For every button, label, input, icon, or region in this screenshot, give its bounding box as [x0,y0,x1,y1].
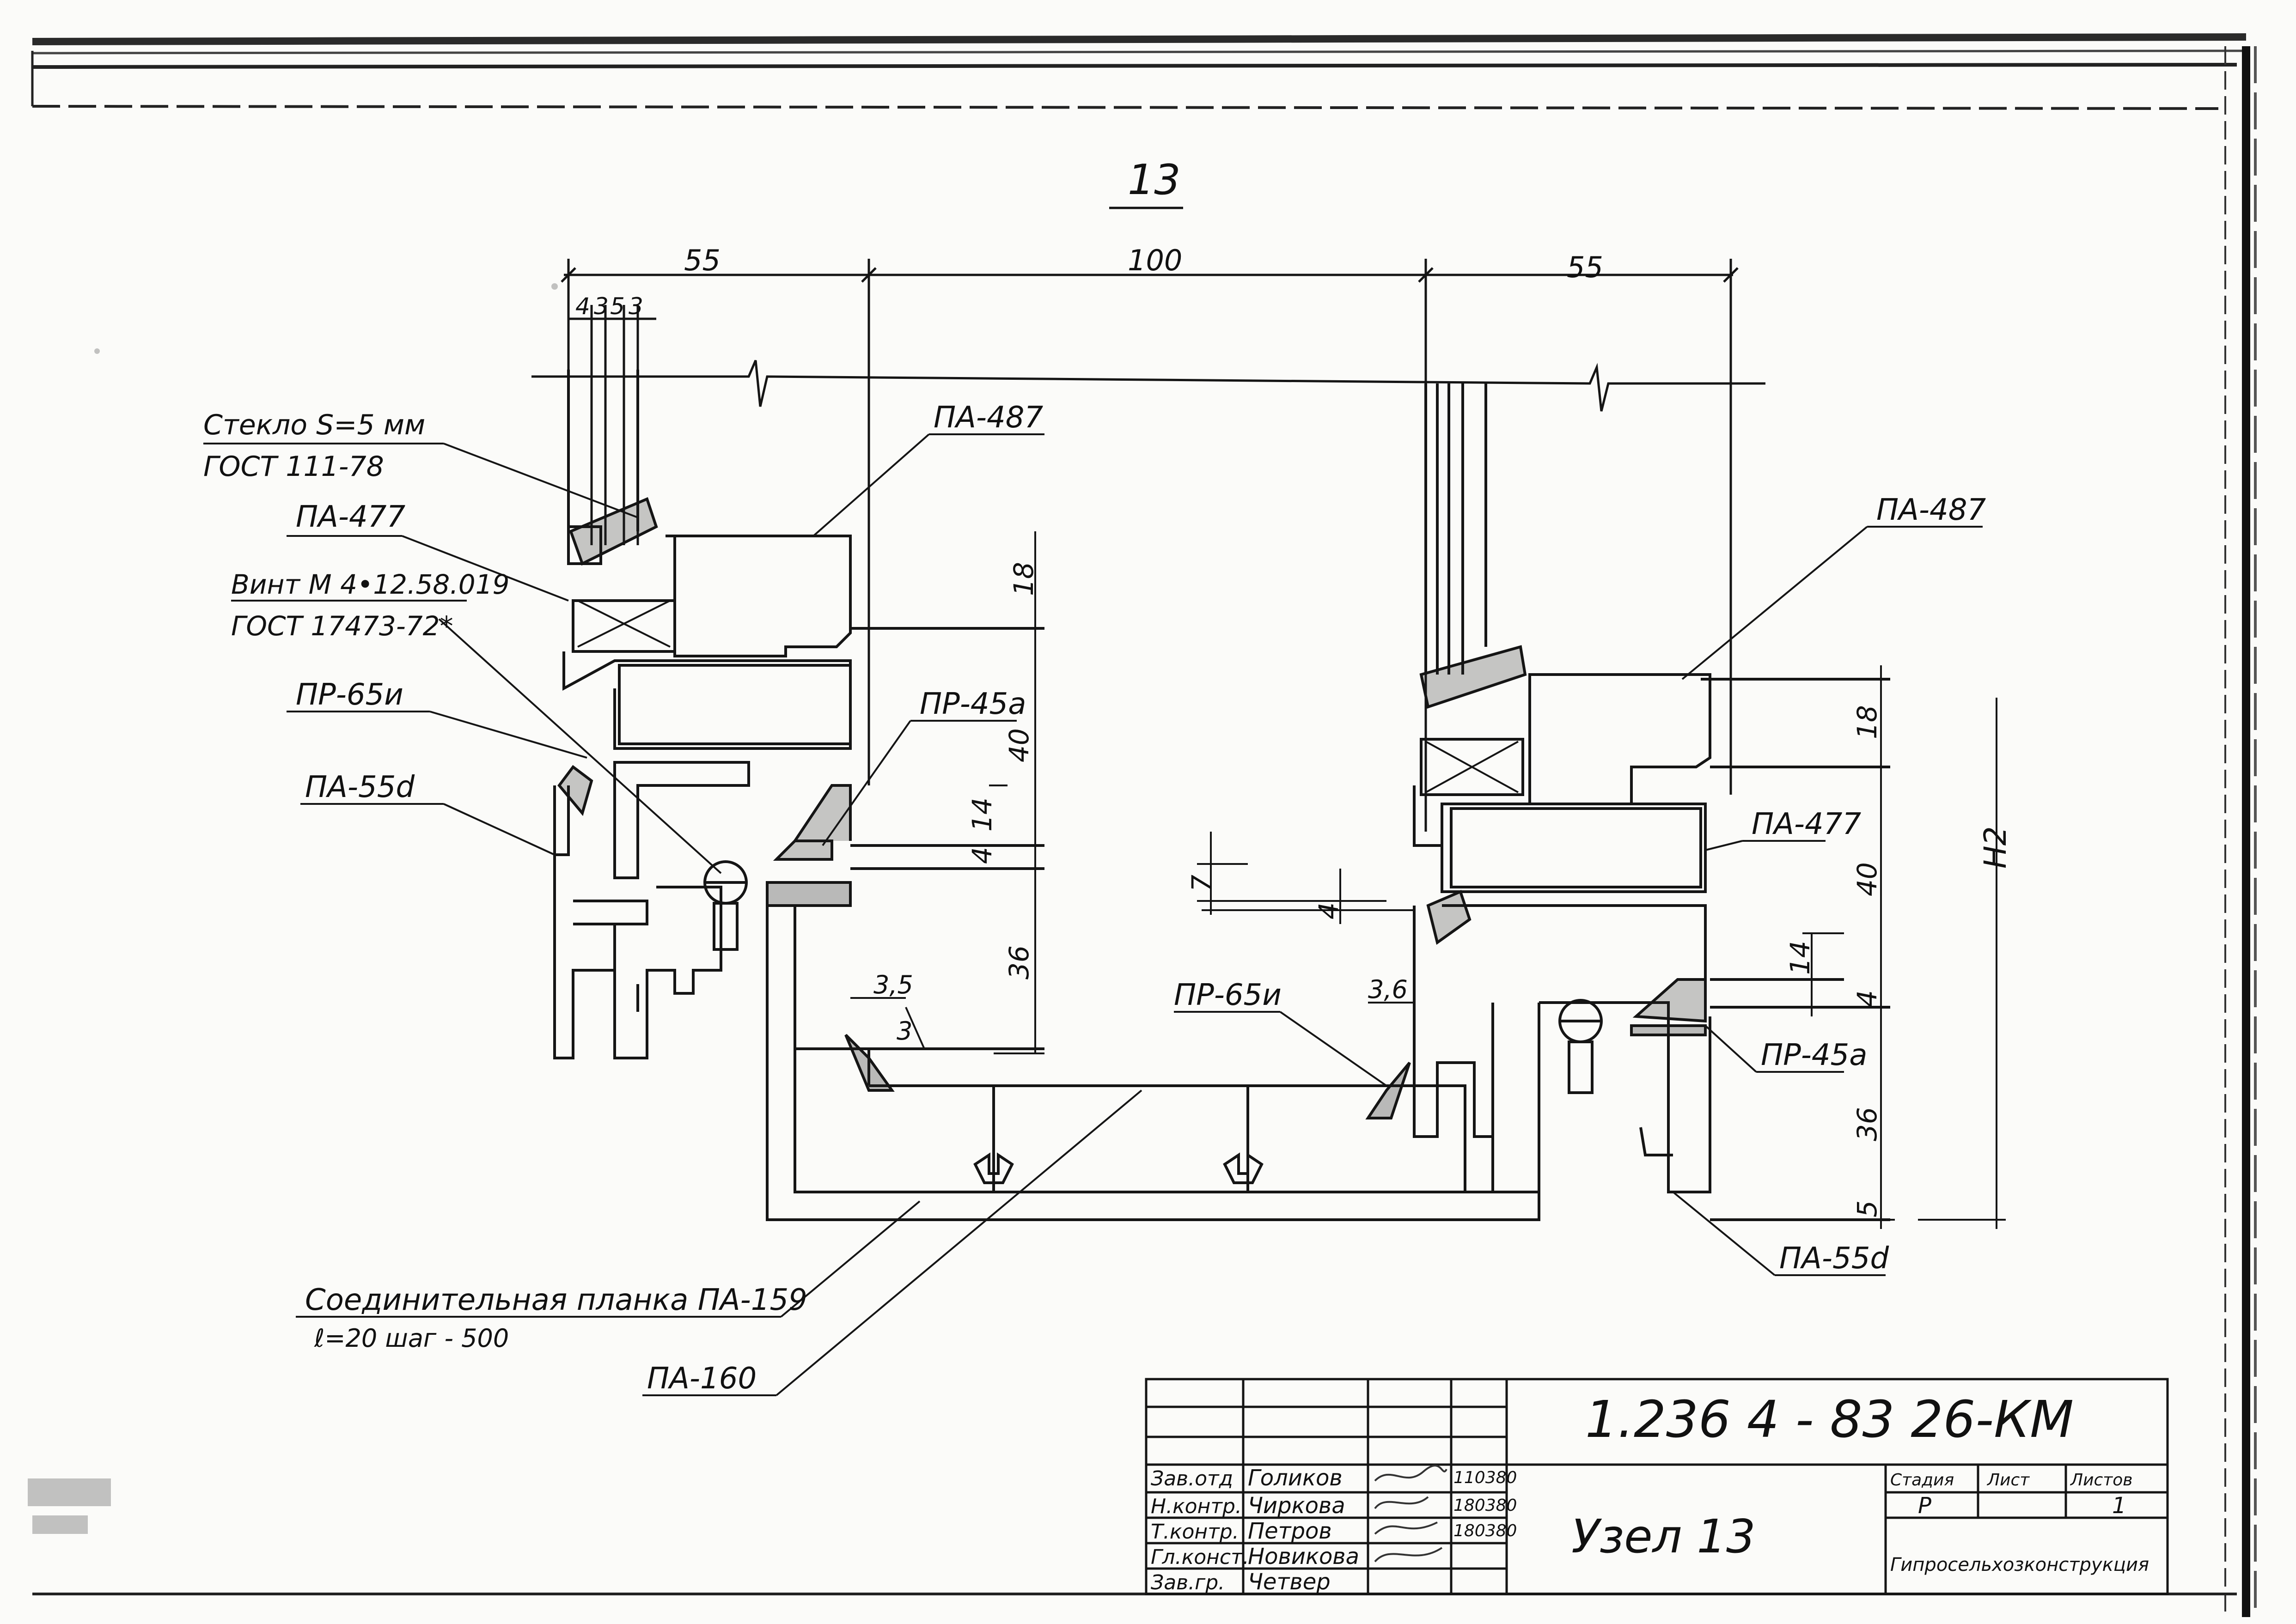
dim-left-14: 14 [966,797,998,832]
dim-right-5: 5 [1851,1200,1883,1217]
label-pa55d-left: ПА-55d [305,770,415,804]
bottom-connector [766,901,1540,1221]
label-pr65i-right: ПР-65и [1174,978,1282,1012]
label-pr45a-left: ПР-45а [920,687,1026,721]
right-vertical-dims [850,665,2006,1229]
dim-left-18: 18 [1008,562,1039,596]
label-planka: Соединительная планка ПА-159 [305,1283,807,1317]
sheet-number: 13 [1128,156,1181,204]
dim-right-40: 40 [1851,862,1883,896]
right-profile [1413,383,1890,1221]
name-0: Голиков [1248,1465,1343,1491]
role-4: Зав.гр. [1151,1571,1225,1594]
dim-100: 100 [1128,243,1182,277]
label-pr65i-left: ПР-65и [296,678,403,712]
label-vint: Винт М 4•12.58.019 [231,569,509,600]
leader-lines [203,433,1983,1396]
dim-mid-7: 7 [1186,875,1217,892]
dim-55-right: 55 [1567,250,1603,284]
dim-layer-c: 5 [610,293,625,320]
label-pr45a-right: ПР-45а [1761,1038,1867,1072]
signatures [1374,1465,1447,1563]
dim-h2: H2 [1978,826,2013,869]
dim-3: 3 [897,1016,912,1046]
label-pa477-left: ПА-477 [296,500,405,534]
left-profile [553,370,1044,1059]
dim-right-14: 14 [1784,941,1816,975]
dim-3-6: 3,6 [1368,975,1408,1004]
label-glass: Стекло S=5 мм [203,409,425,441]
title-block [1145,1378,2169,1595]
title-node: Узел 13 [1571,1509,1756,1563]
sheet-header: Лист [1986,1471,2030,1490]
stage-header: Стадия [1890,1471,1954,1490]
role-3: Гл.конст. [1151,1545,1249,1569]
role-2: Т.контр. [1151,1520,1239,1544]
name-2: Петров [1248,1518,1332,1544]
label-pa487-left: ПА-487 [934,401,1043,435]
label-pa160: ПА-160 [647,1362,757,1396]
dim-left-40: 40 [1003,728,1035,762]
dim-layer-b: 3 [594,293,609,320]
date-1: 180380 [1453,1496,1517,1515]
sheets-header: Листов [2070,1471,2132,1490]
name-4: Четвер [1248,1569,1331,1595]
dim-left-36: 36 [1003,945,1035,979]
name-3: Новикова [1248,1544,1359,1569]
left-vertical-dims [989,531,1044,1054]
label-pa487-right: ПА-487 [1876,493,1986,527]
label-vint-gost: ГОСТ 17473-72* [231,610,453,642]
label-glass-gost: ГОСТ 111-78 [203,450,384,483]
break-line [531,360,1765,412]
name-1: Чиркова [1248,1493,1345,1519]
dim-layer-d: 3 [629,293,643,320]
organization: Гипросельхозконструкция [1890,1554,2149,1575]
label-pa55d-right: ПА-55d [1779,1241,1889,1276]
dim-mid-4: 4 [1313,902,1344,919]
dim-3-5: 3,5 [873,970,913,999]
dim-right-18: 18 [1851,705,1883,739]
scan-noise [28,283,558,1534]
dim-right-4: 4 [1851,990,1883,1007]
sheets-value: 1 [2112,1493,2126,1519]
date-0: 110380 [1453,1468,1517,1487]
label-planka-step: ℓ=20 шаг - 500 [314,1324,509,1353]
dim-left-4: 4 [966,847,998,864]
date-2: 180380 [1453,1521,1517,1540]
role-1: Н.контр. [1151,1495,1242,1518]
stage-value: Р [1918,1493,1931,1519]
dim-right-36: 36 [1851,1107,1883,1141]
role-0: Зав.отд [1151,1467,1233,1490]
label-pa477-right: ПА-477 [1752,807,1861,841]
dim-layer-a: 4 [575,293,590,320]
dim-55-left: 55 [684,243,721,277]
title-code: 1.236 4 - 83 26-КМ [1585,1390,2074,1449]
